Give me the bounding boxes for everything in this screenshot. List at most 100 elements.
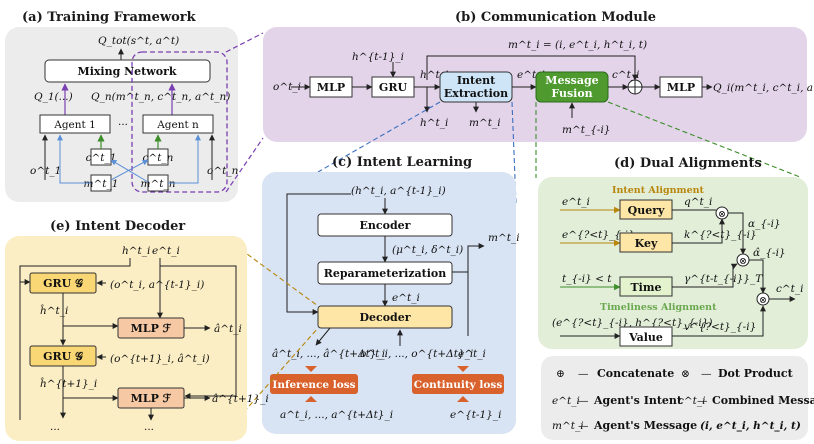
- legend-dash-5: —: [578, 420, 589, 432]
- b-h-prev-label: h^{t-1}_i: [352, 51, 404, 63]
- panel-b-title: (b) Communication Module: [455, 10, 656, 25]
- mixing-network-box: [44, 59, 211, 83]
- inference-loss-box: [270, 374, 358, 394]
- d-alpha-line: [728, 212, 746, 255]
- legend-concat-label: Concatenate: [597, 367, 674, 380]
- legend-dash-1: —: [578, 368, 589, 380]
- legend-dot-sym: ⊗: [681, 368, 690, 380]
- legend-dot-label: Dot Product: [718, 367, 794, 380]
- mixing-network-label: Mixing Network: [78, 65, 177, 78]
- e-mlp-2-label: MLP ℱ: [131, 392, 172, 405]
- d-dot-2-sym: ⊗: [739, 256, 747, 267]
- mn-to-agentn: [168, 134, 201, 184]
- d-t-cond-label: t_{-i} < t: [562, 273, 612, 285]
- zoom-connector-bottom: [225, 137, 264, 193]
- b-msg-def: m^t_i = (i, e^t_i, h^t_i, t): [508, 39, 647, 51]
- e-dots-1: ···: [50, 424, 60, 436]
- c-m-branch: [452, 243, 485, 273]
- agent-n-label: Agent n: [156, 119, 199, 131]
- legend-m-tuple: (i, e^t_i, h^t_i, t): [700, 420, 801, 433]
- agent-1-label: Agent 1: [53, 119, 96, 131]
- encoder-label: Encoder: [360, 219, 411, 232]
- d-dot-1-sym: ⊗: [718, 209, 726, 220]
- e-h-wire: [19, 258, 131, 420]
- panel-c-title: (c) Intent Learning: [332, 155, 472, 170]
- d-v-line: [672, 305, 766, 337]
- e-in2-label: (o^{t+1}_i, â^t_i): [110, 353, 210, 365]
- m1-to-agent1: [57, 134, 91, 184]
- c-input-label: (h^t_i, a^{t-1}_i): [351, 185, 446, 197]
- legend-e-label: Agent's Intent: [593, 394, 683, 407]
- c-m-label: m^t_i: [488, 232, 520, 244]
- b-q-out-label: Q_i(m^t_i, c^t_i, a^t_i): [713, 82, 814, 94]
- c-true-a-label: a^t_i, ..., a^{t+Δt}_i: [280, 409, 393, 421]
- key-label: Key: [635, 237, 658, 250]
- decoder-zoom-bottom: [227, 327, 319, 431]
- time-label: Time: [630, 281, 661, 294]
- panel-intent-decoder: (e) Intent Decoder h^t_i e^t_i GRU 𝒢 (o^…: [5, 219, 269, 441]
- message-fusion-label-1: Message: [545, 74, 598, 87]
- e-e-wire: [159, 258, 237, 399]
- d-alpha-hat-label: α̂_{-i}: [753, 247, 786, 259]
- c-e-label: e^t_i: [392, 292, 420, 304]
- agent-n-box: [142, 114, 214, 134]
- query-label: Query: [628, 204, 665, 217]
- q-tot-label: Q_tot(s^t, a^t): [98, 35, 179, 47]
- d-gamma-label: γ^{t-t_{-i}}_T: [684, 273, 763, 285]
- b-o-label: o^t_i: [273, 81, 301, 93]
- inference-loss-arrow-bottom: [305, 396, 317, 402]
- panel-communication-module: (b) Communication Module o^t_i MLP h^{t-…: [263, 10, 814, 142]
- legend-concat-sym: ⊕: [556, 368, 565, 380]
- on-label: o^t_n: [207, 165, 239, 177]
- qn-label: Q_n(m^t_n, c^t_n, a^t_n): [91, 91, 230, 103]
- intent-extraction-label-1: Intent: [457, 74, 496, 87]
- d-e-label: e^t_i: [562, 196, 590, 208]
- c-obs-label: o^t_i, ..., o^{t+Δt}_i: [360, 348, 473, 360]
- legend-dash-3: —: [578, 395, 589, 407]
- mn-to-c1: [110, 159, 149, 183]
- d-q-label: q^t_i: [684, 196, 712, 208]
- e-e-label: e^t_i: [152, 245, 180, 257]
- legend-c-sym: c^t_i: [678, 395, 706, 407]
- e-mlp-1-label: MLP ℱ: [131, 322, 172, 335]
- b-m-out-label: m^t_i: [469, 117, 501, 129]
- d-v-label: v^{?<t}_{-i}: [684, 321, 756, 333]
- fusion-zoom-right: [607, 101, 801, 178]
- continuity-loss-arrow-top: [457, 366, 469, 372]
- e-ahat2-label: â^{t+1}_i: [212, 393, 269, 405]
- m1-to-cn: [110, 159, 149, 181]
- b-h-out-label: h^t_i: [420, 117, 448, 129]
- c-pred-a-label: â^t_i, ..., â^{t+Δt}_i: [272, 348, 385, 360]
- m1-label: m^t_1: [84, 178, 119, 190]
- b-mlp-1-label: MLP: [317, 81, 345, 94]
- intent-alignment-label: Intent Alignment: [612, 185, 705, 196]
- c1-label: c^t_1: [86, 152, 117, 164]
- panel-d-title: (d) Dual Alignments: [614, 156, 762, 171]
- d-c-out-label: c^t_i: [776, 283, 804, 295]
- legend-dash-4: —: [697, 395, 708, 407]
- e-in1-label: (o^t_i, a^{t-1}_i): [110, 279, 204, 291]
- d-alpha-label: α_{-i}: [748, 218, 781, 230]
- b-gru-label: GRU: [379, 81, 408, 94]
- b-h-skip-arrow: [426, 55, 638, 81]
- d-alpha-hat-line: [749, 259, 766, 294]
- e-gru-1-label: GRU 𝒢: [43, 277, 83, 290]
- panel-c-background: [262, 172, 516, 434]
- zoom-connector-top: [225, 32, 264, 53]
- panel-dual-alignments: (d) Dual Alignments Intent Alignment e^t…: [538, 156, 808, 349]
- intent-zoom-right: [511, 101, 517, 205]
- continuity-loss-box: [412, 374, 504, 394]
- inference-loss-label: Inference loss: [272, 379, 355, 391]
- legend-background: [541, 356, 808, 440]
- legend-m-sym: m^t_i: [552, 420, 584, 432]
- reparam-label: Reparameterization: [324, 267, 447, 280]
- panel-intent-learning: (c) Intent Learning (h^t_i, a^{t-1}_i) E…: [262, 155, 520, 434]
- c-skip-to-decoder: [286, 193, 351, 315]
- inference-loss-arrow-top: [305, 366, 317, 372]
- legend-m-label: Agent's Message: [593, 419, 697, 432]
- e-dots-2: ···: [144, 424, 154, 436]
- d-k-line: [672, 218, 725, 244]
- continuity-loss-arrow-bottom: [457, 396, 469, 402]
- timeliness-alignment-label: Timeliness Alignment: [600, 302, 717, 313]
